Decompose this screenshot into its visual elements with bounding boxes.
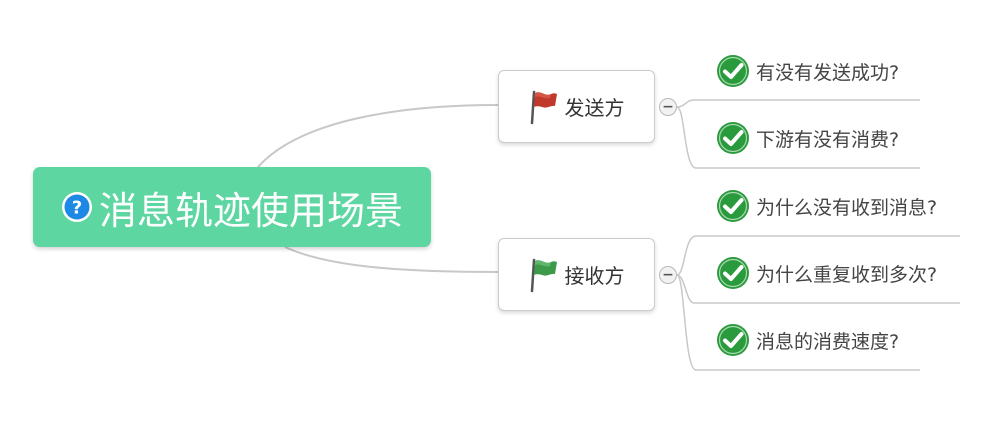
leaf-label: 消息的消费速度?: [756, 330, 900, 353]
connector-root-sender: [257, 104, 499, 168]
red-flag-icon: [530, 90, 557, 124]
leaf-label: 为什么没有收到消息?: [756, 196, 938, 219]
question-icon: ?: [61, 192, 92, 222]
connector-receiver-leaf-3: [676, 274, 920, 371]
root-title: 消息轨迹使用场景: [98, 188, 403, 233]
svg-text:?: ?: [72, 198, 82, 219]
leaf-label: 有没有发送成功?: [756, 61, 900, 84]
leaf-node[interactable]: 下游有没有消费?: [716, 118, 899, 158]
check-icon: [717, 190, 749, 222]
connector-receiver-leaf-1: [676, 235, 960, 276]
green-flag-icon: [530, 258, 557, 292]
connector-sender-leaf-2: [676, 106, 920, 169]
minus-icon: −: [662, 267, 674, 283]
leaf-node[interactable]: 有没有发送成功?: [716, 51, 899, 91]
leaf-node[interactable]: 消息的消费速度?: [716, 320, 899, 360]
check-icon: [717, 257, 749, 289]
branch-label-sender: 发送方: [564, 96, 625, 120]
connector-receiver-leaf-2: [676, 274, 960, 304]
check-icon: [717, 122, 749, 154]
branch-label-receiver: 接收方: [564, 264, 625, 288]
leaf-node[interactable]: 为什么重复收到多次?: [716, 253, 937, 293]
check-icon: [717, 324, 749, 356]
leaf-node[interactable]: 为什么没有收到消息?: [716, 186, 937, 226]
leaf-label: 下游有没有消费?: [756, 128, 900, 151]
leaf-label: 为什么重复收到多次?: [756, 263, 938, 286]
collapse-button-receiver[interactable]: −: [659, 266, 677, 284]
root-node[interactable]: ? 消息轨迹使用场景: [33, 167, 431, 247]
branch-node-sender[interactable]: 发送方: [498, 70, 655, 143]
minus-icon: −: [662, 99, 674, 115]
check-icon: [717, 55, 749, 87]
connector-sender-leaf-1: [676, 99, 920, 108]
collapse-button-sender[interactable]: −: [659, 98, 677, 116]
branch-node-receiver[interactable]: 接收方: [498, 238, 655, 311]
connector-root-receiver: [284, 246, 499, 273]
